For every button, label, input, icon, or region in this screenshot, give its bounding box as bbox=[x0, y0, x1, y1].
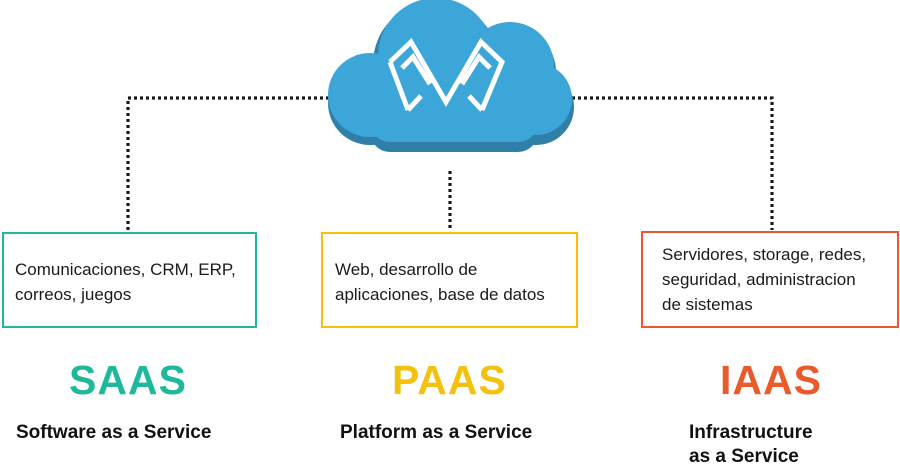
saas-subtitle: Software as a Service bbox=[16, 421, 211, 445]
saas-description-line: Comunicaciones, CRM, ERP, bbox=[15, 260, 236, 279]
iaas-subtitle-line: as a Service bbox=[689, 446, 799, 467]
paas-description-line: aplicaciones, base de datos bbox=[335, 285, 545, 304]
paas-subtitle: Platform as a Service bbox=[340, 421, 532, 445]
saas-description-box: Comunicaciones, CRM, ERP, correos, juego… bbox=[2, 232, 257, 328]
iaas-description-line: de sistemas bbox=[662, 295, 753, 314]
saas-description-line: correos, juegos bbox=[15, 285, 132, 304]
paas-description-line: Web, desarrollo de bbox=[335, 260, 478, 279]
iaas-subtitle: Infrastructure as a Service bbox=[689, 421, 813, 469]
saas-subtitle-line: Software as a Service bbox=[16, 422, 212, 443]
iaas-description-box: Servidores, storage, redes, seguridad, a… bbox=[641, 231, 899, 328]
paas-subtitle-line: Platform as a Service bbox=[340, 422, 533, 443]
cloud-body bbox=[328, 0, 572, 142]
iaas-acronym: IAAS bbox=[720, 357, 822, 403]
cloud bbox=[318, 0, 580, 160]
logo-m-icon bbox=[387, 38, 505, 112]
connector-iaas bbox=[572, 96, 774, 230]
paas-acronym: PAAS bbox=[392, 357, 507, 403]
iaas-description-line: seguridad, administracion bbox=[662, 270, 856, 289]
iaas-subtitle-line: Infrastructure bbox=[689, 422, 813, 443]
paas-description-box: Web, desarrollo de aplicaciones, base de… bbox=[321, 232, 578, 328]
connector-saas bbox=[126, 96, 330, 230]
iaas-description-line: Servidores, storage, redes, bbox=[662, 245, 867, 264]
saas-acronym: SAAS bbox=[69, 357, 187, 403]
